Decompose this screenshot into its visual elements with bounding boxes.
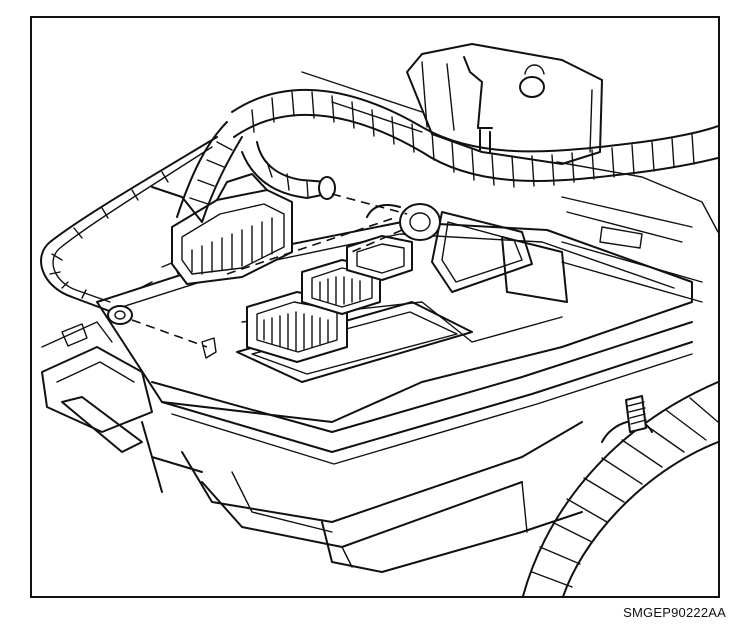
lower-harness bbox=[522, 381, 718, 596]
wiring-harness bbox=[40, 88, 718, 325]
illustration-frame bbox=[30, 16, 720, 598]
figure-code: SMGEP90222AA bbox=[623, 605, 726, 620]
harness-connector-block bbox=[151, 173, 293, 285]
ecm-connectors bbox=[246, 235, 413, 363]
line-drawing bbox=[40, 43, 718, 596]
alignment-lines bbox=[131, 193, 408, 359]
engine-tray bbox=[301, 43, 718, 303]
